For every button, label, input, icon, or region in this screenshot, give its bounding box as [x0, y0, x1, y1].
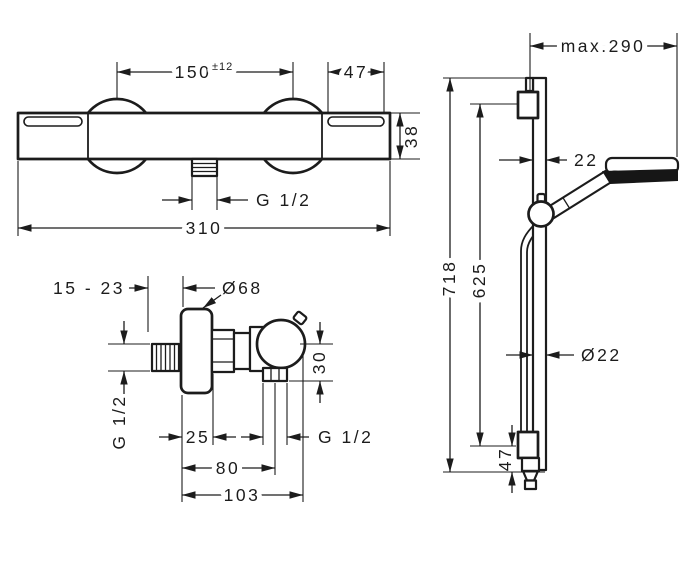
dim-label-total-height: 718 [439, 260, 459, 297]
ext-inlet-thread [108, 343, 150, 372]
dim-label-handle-length: 47 [344, 62, 368, 82]
top-wall-bracket [516, 90, 540, 120]
handle-tab [292, 310, 308, 326]
side-outlet-ribs [270, 368, 280, 381]
side-view: 15 - 23 Ø68 G 1/2 30 25 G 1/2 80 103 [53, 276, 373, 510]
leader-escutcheon-diameter [202, 294, 222, 309]
ext-total-height [443, 77, 545, 473]
wall-bar [531, 76, 548, 472]
dim-label-bar-diameter: Ø22 [581, 345, 622, 365]
dim-label-wall-adjustment: 15 - 23 [53, 278, 125, 298]
escutcheon-side [179, 307, 214, 395]
dim-label-outlet-thread: G 1/2 [256, 190, 311, 210]
dim-label-max-reach: max.290 [561, 36, 646, 56]
dim-label-body-height: 38 [401, 124, 421, 148]
hex-nut [210, 328, 236, 374]
handle-joint-line [562, 197, 571, 209]
dim-label-bottom-offset: 47 [495, 447, 515, 471]
dim-label-bar-length: 625 [469, 262, 489, 299]
hose-fitting [520, 456, 541, 473]
ext-outlet-drop [289, 343, 333, 382]
dim-label-escutcheon-diameter: Ø68 [222, 278, 263, 298]
ext-center-distance [116, 62, 294, 98]
bottom-wall-bracket [516, 430, 540, 460]
outlet-threads [192, 162, 217, 173]
dim-label-side-outlet-thread: G 1/2 [318, 427, 373, 447]
dim-label-bar-width: 22 [574, 150, 598, 170]
hose-end-tip [523, 479, 538, 491]
dim-label-center-tolerance: ±12 [212, 61, 233, 73]
ext-body-height [390, 112, 420, 160]
inlet-thread-ribs [155, 344, 176, 371]
dim-label-depth-80: 80 [216, 458, 240, 478]
handle-grip-left [23, 116, 83, 127]
ext-wall-adjustment [147, 276, 184, 332]
valve-connector [232, 331, 252, 371]
shower-hose-left-edge [520, 224, 535, 432]
hand-shower-handle [546, 168, 615, 220]
head-joint [607, 170, 623, 184]
thermostat-handle [255, 318, 307, 370]
slider-knob [527, 200, 555, 228]
dim-label-total-width: 310 [186, 218, 223, 238]
handle-grip-right [327, 116, 385, 127]
dim-label-center-distance: 150 [175, 62, 212, 82]
dim-label-outlet-drop: 30 [309, 350, 329, 374]
ext-total-width [17, 161, 391, 236]
dim-label-depth-25: 25 [186, 427, 210, 447]
dim-label-total-depth: 103 [224, 485, 261, 505]
dim-label-inlet-thread: G 1/2 [109, 394, 129, 449]
hex-nut-facets [212, 338, 234, 363]
ext-outlet-thread [191, 177, 218, 210]
side-outlet [261, 366, 289, 383]
rail-view: max.290 22 Ø22 718 625 47 [434, 31, 680, 493]
front-view: 150 ±12 47 38 G 1/2 310 [16, 56, 421, 243]
ext-depth-25 [181, 374, 214, 502]
